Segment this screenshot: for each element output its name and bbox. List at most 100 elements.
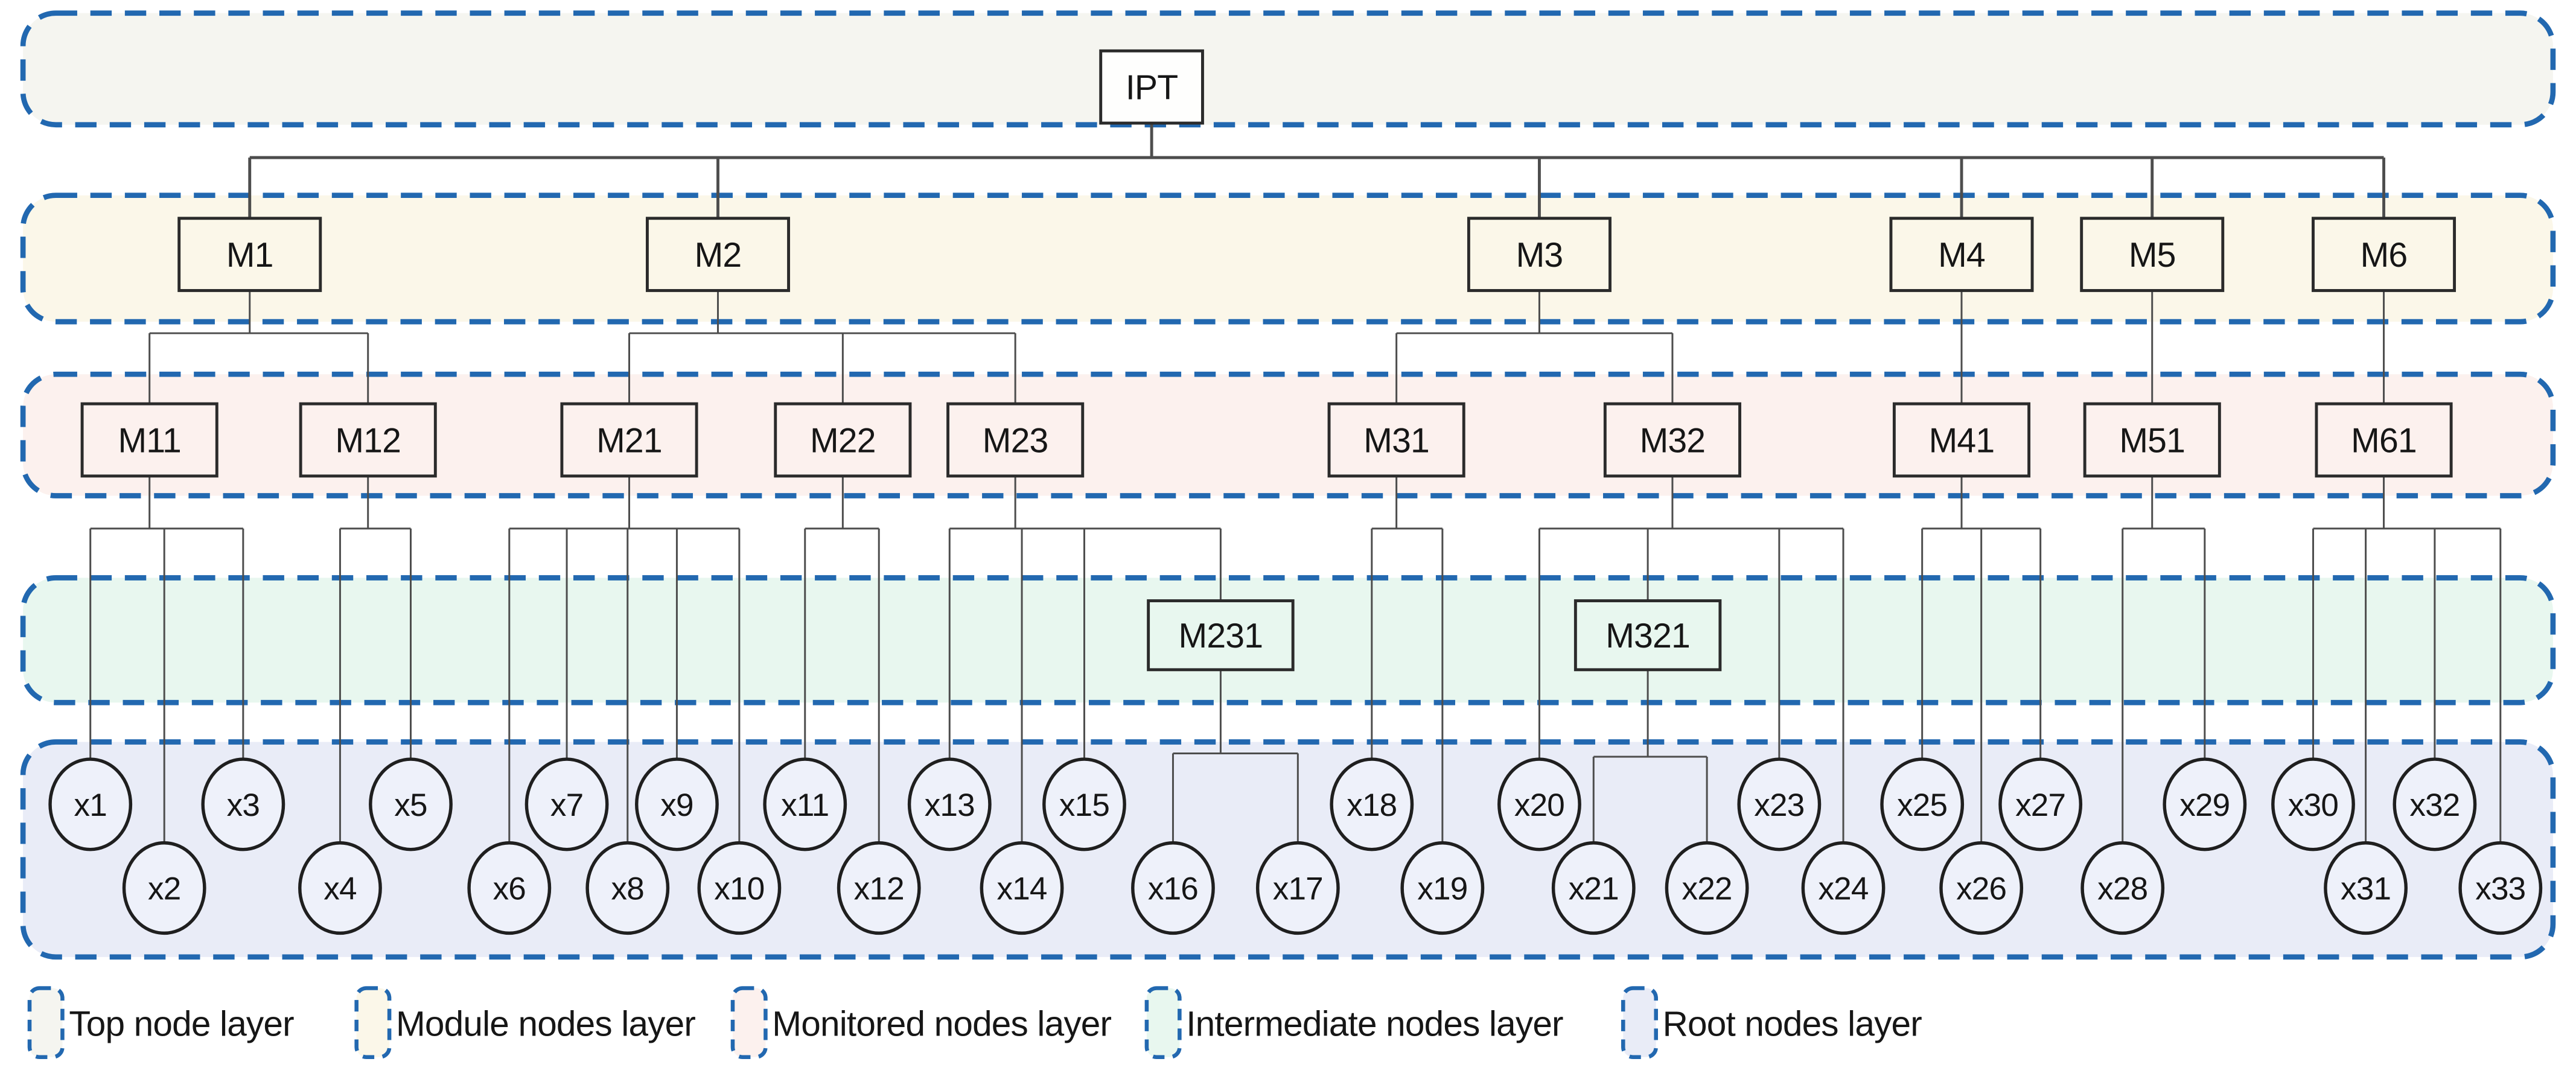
node-x10-circle (697, 841, 782, 935)
node-M6: M6 (2312, 217, 2456, 292)
node-M32-box (1603, 402, 1741, 478)
node-x27-label: x27 (2015, 788, 2065, 823)
legend-item-4: Root nodes layer (1621, 986, 1922, 1060)
node-x14-label: x14 (996, 871, 1047, 907)
node-M12: M12 (299, 402, 437, 478)
node-x27: x27 (1998, 757, 2083, 851)
legend-item-1: Module nodes layer (354, 986, 696, 1060)
node-x29-circle (2163, 757, 2247, 851)
node-x13-label: x13 (925, 788, 975, 823)
node-x28: x28 (2080, 841, 2165, 935)
edges-from-M23 (948, 476, 1222, 843)
node-M51: M51 (2083, 402, 2221, 478)
node-M31-label: M31 (1363, 421, 1429, 460)
node-x1: x1 (48, 757, 133, 851)
node-M12-label: M12 (335, 421, 401, 460)
node-x32-label: x32 (2409, 788, 2460, 823)
node-M231-box (1147, 599, 1295, 672)
node-x2-label: x2 (148, 871, 180, 907)
node-x2: x2 (122, 841, 206, 935)
node-x16: x16 (1131, 841, 1215, 935)
node-x33: x33 (2458, 841, 2543, 935)
node-x6: x6 (467, 841, 552, 935)
node-M4-box (1889, 217, 2034, 292)
band-top-layer (20, 10, 2556, 128)
node-x17-circle (1255, 841, 1340, 935)
edges-from-IPT (248, 123, 2385, 218)
node-x8: x8 (585, 841, 670, 935)
node-x21-circle (1551, 841, 1636, 935)
legend-swatch-2 (730, 986, 768, 1060)
node-x33-circle (2458, 841, 2543, 935)
node-x31-label: x31 (2341, 871, 2391, 907)
legend-swatch-3 (1144, 986, 1182, 1060)
node-M321: M321 (1573, 599, 1722, 672)
node-M41: M41 (1892, 402, 2031, 478)
node-x15-circle (1042, 757, 1126, 851)
node-x5-label: x5 (394, 788, 427, 823)
node-x12-circle (837, 841, 921, 935)
node-x21: x21 (1551, 841, 1636, 935)
node-x16-label: x16 (1148, 871, 1198, 907)
node-x24: x24 (1801, 841, 1886, 935)
node-x2-circle (122, 841, 206, 935)
node-x11: x11 (763, 757, 847, 851)
legend-swatch-1 (354, 986, 392, 1060)
node-M1: M1 (177, 217, 322, 292)
node-x30-circle (2271, 757, 2355, 851)
node-M21-label: M21 (596, 421, 662, 460)
node-x31-circle (2324, 841, 2408, 935)
node-x4-circle (298, 841, 382, 935)
node-x5-circle (369, 757, 453, 851)
node-x19: x19 (1400, 841, 1485, 935)
node-x20: x20 (1497, 757, 1581, 851)
node-x8-label: x8 (611, 871, 644, 907)
node-M61-label: M61 (2351, 421, 2417, 460)
node-x20-label: x20 (1514, 788, 1564, 823)
node-M21-box (560, 402, 698, 478)
node-x23-circle (1737, 757, 1822, 851)
node-x7-label: x7 (550, 788, 583, 823)
node-M5-label: M5 (2129, 236, 2176, 275)
node-x26-label: x26 (1956, 871, 2006, 907)
node-x18-circle (1330, 757, 1414, 851)
node-x17-label: x17 (1273, 871, 1323, 907)
node-x16-circle (1131, 841, 1215, 935)
node-x24-circle (1801, 841, 1886, 935)
node-x25: x25 (1880, 757, 1965, 851)
node-M32-label: M32 (1640, 421, 1706, 460)
node-M1-label: M1 (226, 236, 273, 275)
node-x10-label: x10 (714, 871, 764, 907)
legend-item-0: Top node layer (27, 986, 295, 1060)
node-x6-circle (467, 841, 552, 935)
node-x5: x5 (369, 757, 453, 851)
node-IPT-label: IPT (1126, 69, 1178, 107)
node-x7-circle (524, 757, 609, 851)
node-x25-label: x25 (1897, 788, 1947, 823)
legend-swatch-4 (1621, 986, 1658, 1060)
node-x1-label: x1 (74, 788, 106, 823)
node-x12-label: x12 (854, 871, 904, 907)
node-x19-label: x19 (1417, 871, 1467, 907)
node-x29: x29 (2163, 757, 2247, 851)
node-M4: M4 (1889, 217, 2034, 292)
node-x26-circle (1939, 841, 2024, 935)
node-x3-label: x3 (227, 788, 260, 823)
node-x32: x32 (2393, 757, 2477, 851)
node-x32-circle (2393, 757, 2477, 851)
node-x24-label: x24 (1818, 871, 1868, 907)
node-M31: M31 (1327, 402, 1465, 478)
node-M5-box (2080, 217, 2225, 292)
node-x26: x26 (1939, 841, 2024, 935)
node-M2-box (645, 217, 790, 292)
node-x11-label: x11 (781, 788, 829, 823)
node-x7: x7 (524, 757, 609, 851)
node-x4: x4 (298, 841, 382, 935)
node-x29-label: x29 (2179, 788, 2230, 823)
node-x3-circle (201, 757, 285, 851)
node-x13-circle (907, 757, 992, 851)
node-M2: M2 (645, 217, 790, 292)
edges-from-M31 (1371, 476, 1444, 843)
node-x15: x15 (1042, 757, 1126, 851)
